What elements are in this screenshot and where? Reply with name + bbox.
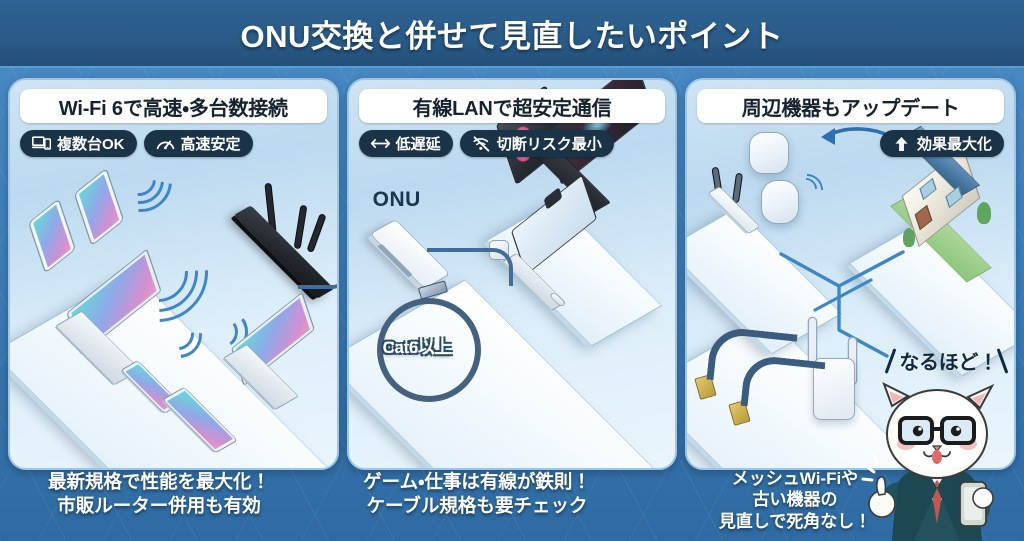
badge-high-speed-stable[interactable]: 高速安定: [143, 130, 253, 157]
badge-max-effect[interactable]: 効果最大化: [880, 130, 1005, 157]
cat-mascot: [861, 381, 995, 541]
caption-line: 見直しで死角なし！: [718, 511, 872, 531]
cat6-cable-label: Cat6以上: [382, 338, 452, 357]
caption-wifi6: 最新規格で性能を最大化！ 市販ルーター併用も有効: [0, 468, 318, 541]
badge-label: 切断リスク最小: [496, 136, 602, 153]
router-antenna: [294, 205, 307, 249]
wifi-extender: [813, 358, 856, 420]
page-title: ONU交換と併せて見直したいポイント: [240, 18, 784, 54]
mascot-speech-text: なるほど！: [899, 352, 998, 374]
network-path-lines: [779, 250, 906, 358]
wifi-off-icon: [472, 135, 491, 152]
panel-wifi6-content: Wi-Fi 6で高速・多台数接続 複数台OK: [9, 80, 337, 468]
devices-icon: [32, 135, 51, 152]
router-antenna: [307, 214, 326, 252]
mesh-node-unit: [761, 180, 800, 224]
badge-disconnect-risk[interactable]: 切断リスク最小: [459, 130, 614, 157]
arrow-up-icon: [892, 135, 911, 152]
panel-peripherals-content: なるほど！ 周辺機器もアップデート 効果最大化: [687, 80, 1015, 468]
cat6-cable-loop: [376, 298, 481, 402]
caption-line: メッシュWi-Fiや: [731, 469, 859, 488]
caption-line: ケーブル規格も要チェック: [366, 495, 588, 517]
header-bar: ONU交換と併せて見直したいポイント: [0, 0, 1024, 68]
caption-peripherals: メッシュWi-Fiや 古い機器の 見直しで死角なし！: [636, 468, 1024, 541]
badge-label: 効果最大化: [917, 136, 993, 153]
panel-wired-lan: Cat6以上 ONU 有線LANで超安定通信 低遅延: [346, 78, 678, 470]
onu-label: ONU: [372, 188, 421, 211]
panel-wired-lan-content: Cat6以上 ONU 有線LANで超安定通信 低遅延: [348, 80, 676, 468]
caption-line: 市販ルーター併用も有効: [57, 495, 261, 517]
panel-title-wired-lan: 有線LANで超安定通信: [358, 89, 666, 123]
caption-line: ゲーム・仕事は有線が鉄則！: [363, 471, 591, 492]
caption-line: 古い機器の: [752, 490, 838, 510]
mesh-node-unit: [749, 132, 790, 174]
left-right-arrow-icon: [370, 135, 390, 152]
badge-low-latency[interactable]: 低遅延: [358, 130, 453, 157]
panel-wifi6-badges: 複数台OK 高速安定: [20, 130, 327, 157]
house-tree: [903, 228, 916, 247]
badge-label: 複数台OK: [57, 136, 125, 153]
caption-wired-lan: ゲーム・仕事は有線が鉄則！ ケーブル規格も要チェック: [318, 468, 636, 541]
panel-wifi6: Wi-Fi 6で高速・多台数接続 複数台OK: [8, 78, 339, 470]
panel-peripherals-badges: 効果最大化: [697, 130, 1005, 157]
house-illustration: [885, 125, 1005, 283]
smartphone-device: [28, 198, 76, 274]
panel-title-wifi6: Wi-Fi 6で高速・多台数接続: [20, 89, 327, 123]
panel-wired-lan-badges: 低遅延 切断リスク最小: [358, 130, 666, 157]
panel-title-peripherals: 周辺機器もアップデート: [697, 89, 1005, 123]
lan-cable-run: [426, 248, 513, 286]
speedometer-icon: [156, 135, 175, 152]
caption-line: 最新規格で性能を最大化！: [47, 471, 270, 492]
badge-label: 高速安定: [180, 136, 241, 153]
panel-wifi6-illustration: [9, 80, 337, 468]
extender-antenna: [809, 318, 817, 364]
badge-multi-device[interactable]: 複数台OK: [20, 130, 137, 157]
lan-cable: [740, 353, 826, 415]
panel-row: Wi-Fi 6で高速・多台数接続 複数台OK: [0, 70, 1024, 470]
router-cable: [298, 263, 337, 289]
caption-row: 最新規格で性能を最大化！ 市販ルーター併用も有効 ゲーム・仕事は有線が鉄則！ ケ…: [0, 468, 1024, 541]
router-antenna: [733, 173, 743, 203]
house-tree: [977, 202, 992, 224]
badge-label: 低遅延: [395, 136, 441, 153]
